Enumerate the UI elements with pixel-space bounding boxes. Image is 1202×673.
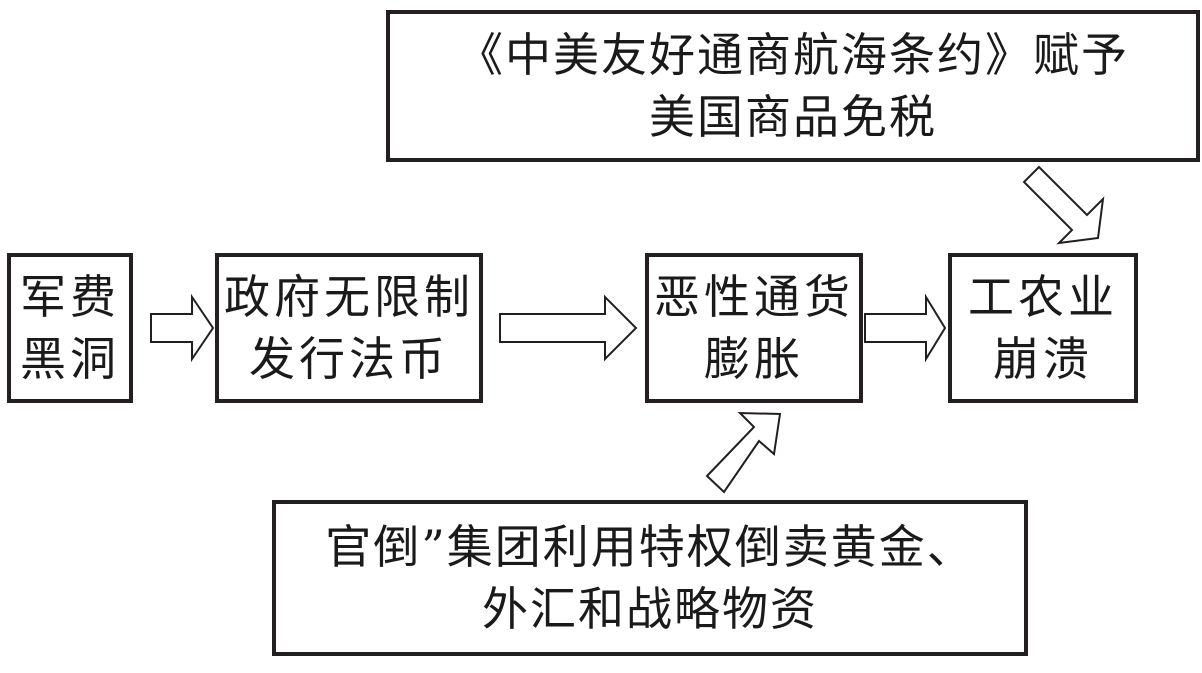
- arrow-treaty-to-gongnong: [1022, 165, 1105, 245]
- node-official-profiteers: 官倒”集团利用特权倒卖黄金、 外汇和战略物资: [272, 500, 1028, 656]
- node-text-line: 外汇和战略物资: [482, 582, 818, 636]
- node-text-line: 发行法币: [249, 332, 449, 386]
- node-text-line: 膨胀: [704, 332, 804, 386]
- node-hyperinflation: 恶性通货 膨胀: [645, 253, 863, 403]
- node-text-line: 恶性通货: [654, 270, 854, 324]
- arrow-tonghuo-to-gongnong: [864, 293, 947, 363]
- node-text-line: 美国商品免税: [649, 90, 937, 144]
- node-text-line: 《中美友好通商航海条约》赋予: [457, 28, 1129, 82]
- arrow-guandao-to-tonghuo: [705, 411, 782, 494]
- node-industry-agriculture-collapse: 工农业 崩溃: [948, 253, 1138, 403]
- node-text-line: 工农业: [968, 270, 1118, 324]
- arrow-zhengfu-to-tonghuo: [499, 294, 638, 362]
- node-text-line: 黑洞: [20, 332, 120, 386]
- node-text-line: 军费: [20, 270, 120, 324]
- node-text-line: 政府无限制: [224, 270, 474, 324]
- node-military-spending-black-hole: 军费 黑洞: [7, 253, 133, 403]
- node-sino-us-treaty: 《中美友好通商航海条约》赋予 美国商品免税: [386, 10, 1200, 162]
- node-text-line: 崩溃: [993, 332, 1093, 386]
- node-text-line: 官倒”集团利用特权倒卖黄金、: [325, 520, 975, 574]
- arrow-junfei-to-zhengfu: [150, 293, 215, 363]
- node-unlimited-currency-issuance: 政府无限制 发行法币: [215, 253, 483, 403]
